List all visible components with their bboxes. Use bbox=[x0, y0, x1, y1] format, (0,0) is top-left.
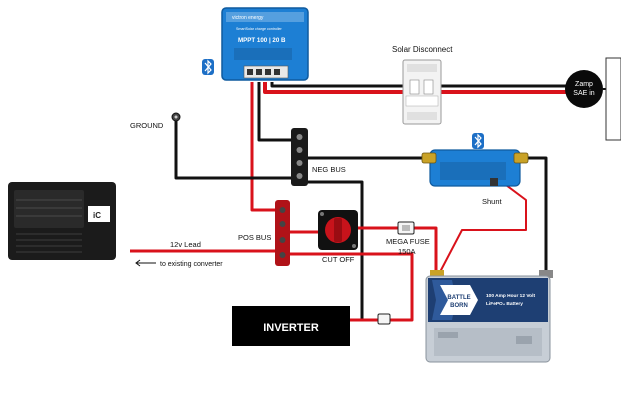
inverter: INVERTER bbox=[232, 306, 350, 346]
shunt-sense-wire bbox=[439, 184, 527, 273]
mppt-subtitle: SmartSolar charge controller bbox=[236, 27, 283, 31]
shunt-label: Shunt bbox=[482, 197, 503, 206]
battery-brand-line2: BORN bbox=[450, 303, 468, 309]
ground-wire bbox=[174, 120, 296, 180]
battery-title-line2: LiFePO₄ Battery bbox=[486, 301, 523, 307]
ground-lug bbox=[171, 112, 181, 122]
to-existing-converter-label: to existing converter bbox=[160, 261, 223, 268]
cut-off-label: CUT OFF bbox=[322, 255, 355, 264]
zamp-label-line2: SAE in bbox=[573, 90, 595, 97]
arrow-left-icon bbox=[135, 259, 156, 267]
fuse-to-battery-wire bbox=[414, 226, 438, 272]
solar-negative-wire bbox=[270, 82, 568, 88]
shunt-to-battery-negative bbox=[520, 156, 548, 272]
zamp-label-line1: Zamp bbox=[575, 81, 593, 88]
ground-label: GROUND bbox=[130, 121, 164, 130]
pos-bus-label: POS BUS bbox=[238, 233, 271, 242]
mppt-charge-controller: victron energy SmartSolar charge control… bbox=[221, 7, 309, 81]
solar-positive-wire bbox=[263, 82, 568, 94]
solar-disconnect-label: Solar Disconnect bbox=[392, 45, 453, 54]
battle-born-battery: BATTLE BORN 100 Amp Hour 12 Volt LiFePO₄… bbox=[425, 270, 553, 363]
mega-fuse-label-line1: MEGA FUSE bbox=[386, 237, 430, 246]
negbus-to-inverter-wire bbox=[300, 180, 364, 322]
existing-converter: iC bbox=[8, 182, 116, 260]
smart-shunt bbox=[421, 149, 529, 187]
mega-fuse bbox=[397, 221, 415, 235]
mppt-positive-wire bbox=[250, 82, 280, 212]
mppt-brand: victron energy bbox=[232, 15, 264, 21]
cut-off-switch bbox=[318, 210, 358, 250]
converter-badge: iC bbox=[93, 211, 101, 220]
inverter-fuse bbox=[377, 313, 391, 325]
solar-disconnect-breaker bbox=[402, 59, 442, 125]
negative-bus-bar bbox=[291, 128, 308, 186]
battery-title-line1: 100 Amp Hour 12 Volt bbox=[486, 293, 535, 299]
mega-fuse-label-line2: 150A bbox=[398, 247, 416, 256]
neg-bus-label: NEG BUS bbox=[312, 165, 346, 174]
mppt-negative-wire bbox=[257, 82, 296, 142]
12v-lead-label: 12v Lead bbox=[170, 240, 201, 249]
zamp-sae-input: Zamp SAE in bbox=[565, 57, 621, 141]
mppt-model: MPPT 100 | 20 B bbox=[238, 37, 286, 44]
bluetooth-icon bbox=[472, 133, 484, 149]
positive-bus-bar bbox=[275, 200, 290, 266]
battery-brand-line1: BATTLE bbox=[447, 295, 470, 301]
bluetooth-icon bbox=[202, 59, 214, 75]
inverter-label: INVERTER bbox=[263, 322, 319, 334]
